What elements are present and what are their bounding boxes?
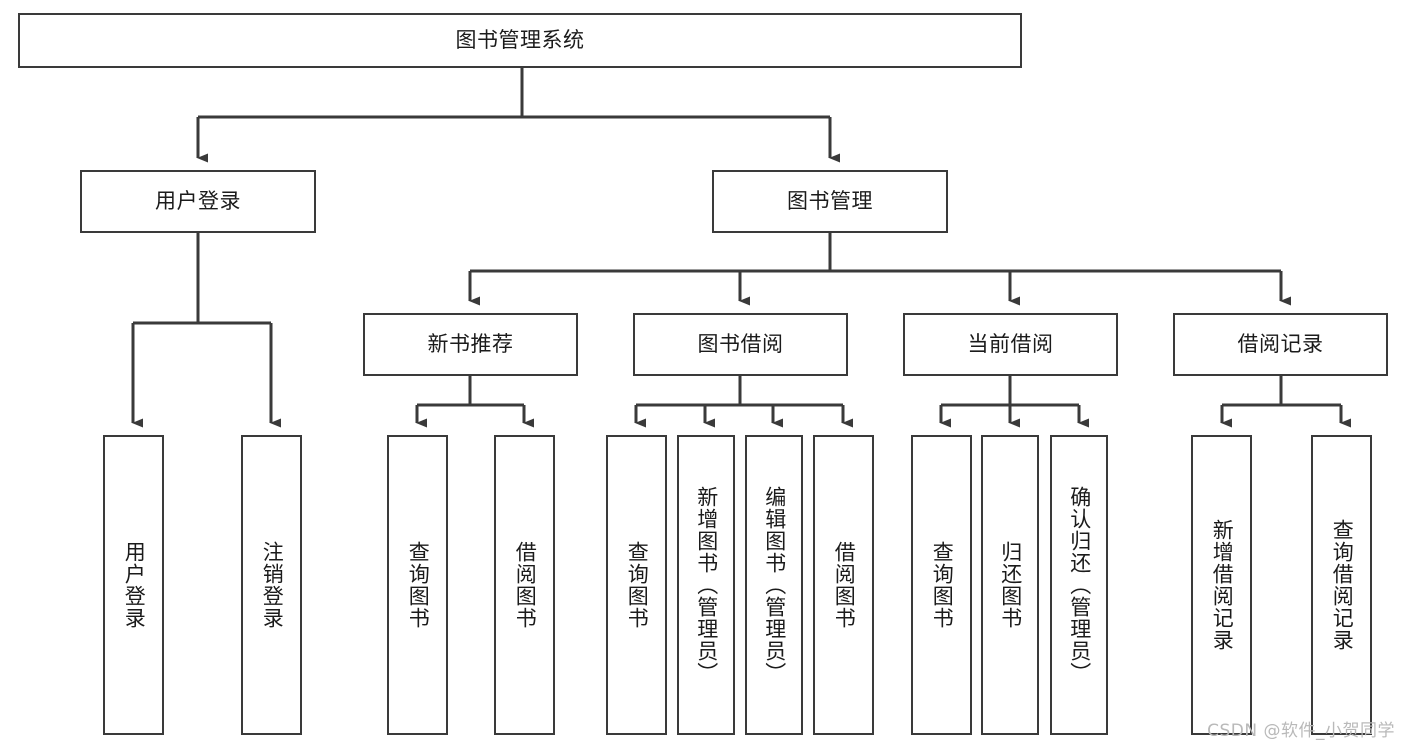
node-leaf-return-book[interactable]: 归还图书 — [981, 435, 1039, 735]
node-leaf-borrow-book-2[interactable]: 借阅图书 — [813, 435, 874, 735]
node-current-borrow-label: 当前借阅 — [967, 332, 1054, 357]
connectors-user-login — [131, 233, 281, 428]
node-leaf-query-book-1-label: 查询图书 — [406, 541, 431, 629]
node-leaf-borrow-book-1-label: 借阅图书 — [513, 541, 538, 629]
node-leaf-query-book-1[interactable]: 查询图书 — [387, 435, 448, 735]
connectors-borrow-record — [1220, 376, 1351, 428]
node-user-login[interactable]: 用户登录 — [80, 170, 316, 233]
node-leaf-query-record[interactable]: 查询借阅记录 — [1311, 435, 1372, 735]
node-book-borrow-label: 图书借阅 — [697, 332, 784, 357]
node-borrow-record-label: 借阅记录 — [1237, 332, 1324, 357]
node-leaf-edit-book[interactable]: 编辑图书（管理员） — [745, 435, 803, 735]
connectors-book-management — [468, 233, 1291, 306]
node-leaf-add-record-label: 新增借阅记录 — [1210, 519, 1235, 651]
node-leaf-add-book-label: 新增图书（管理员） — [694, 486, 719, 684]
node-book-management[interactable]: 图书管理 — [712, 170, 948, 233]
node-user-login-label: 用户登录 — [155, 189, 241, 214]
node-leaf-query-book-2[interactable]: 查询图书 — [606, 435, 667, 735]
node-leaf-return-book-label: 归还图书 — [998, 541, 1023, 629]
node-leaf-query-book-3[interactable]: 查询图书 — [911, 435, 972, 735]
node-root-label: 图书管理系统 — [455, 28, 585, 53]
node-new-book-recommend[interactable]: 新书推荐 — [363, 313, 578, 376]
node-leaf-borrow-book-1[interactable]: 借阅图书 — [494, 435, 555, 735]
node-leaf-logout-login[interactable]: 注销登录 — [241, 435, 302, 735]
node-leaf-query-book-3-label: 查询图书 — [930, 541, 955, 629]
connectors-current-borrow — [939, 376, 1089, 428]
node-leaf-edit-book-label: 编辑图书（管理员） — [762, 486, 787, 684]
node-current-borrow[interactable]: 当前借阅 — [903, 313, 1118, 376]
connectors-book-borrow — [634, 376, 853, 428]
node-leaf-confirm-return-label: 确认归还（管理员） — [1067, 486, 1092, 684]
node-leaf-borrow-book-2-label: 借阅图书 — [832, 541, 857, 629]
node-leaf-user-login-label: 用户登录 — [122, 541, 147, 629]
node-leaf-add-record[interactable]: 新增借阅记录 — [1191, 435, 1252, 735]
node-root[interactable]: 图书管理系统 — [18, 13, 1022, 68]
connectors-new-book-recommend — [415, 376, 534, 428]
node-book-borrow[interactable]: 图书借阅 — [633, 313, 848, 376]
node-leaf-query-record-label: 查询借阅记录 — [1330, 519, 1355, 651]
node-leaf-add-book[interactable]: 新增图书（管理员） — [677, 435, 735, 735]
watermark-text: CSDN @软件_小贺同学 — [1207, 721, 1395, 741]
node-leaf-confirm-return[interactable]: 确认归还（管理员） — [1050, 435, 1108, 735]
node-book-management-label: 图书管理 — [787, 189, 873, 214]
node-leaf-query-book-2-label: 查询图书 — [625, 541, 650, 629]
node-new-book-recommend-label: 新书推荐 — [427, 332, 514, 357]
connectors-root — [196, 68, 840, 163]
node-borrow-record[interactable]: 借阅记录 — [1173, 313, 1388, 376]
node-leaf-logout-login-label: 注销登录 — [260, 541, 285, 629]
node-leaf-user-login[interactable]: 用户登录 — [103, 435, 164, 735]
